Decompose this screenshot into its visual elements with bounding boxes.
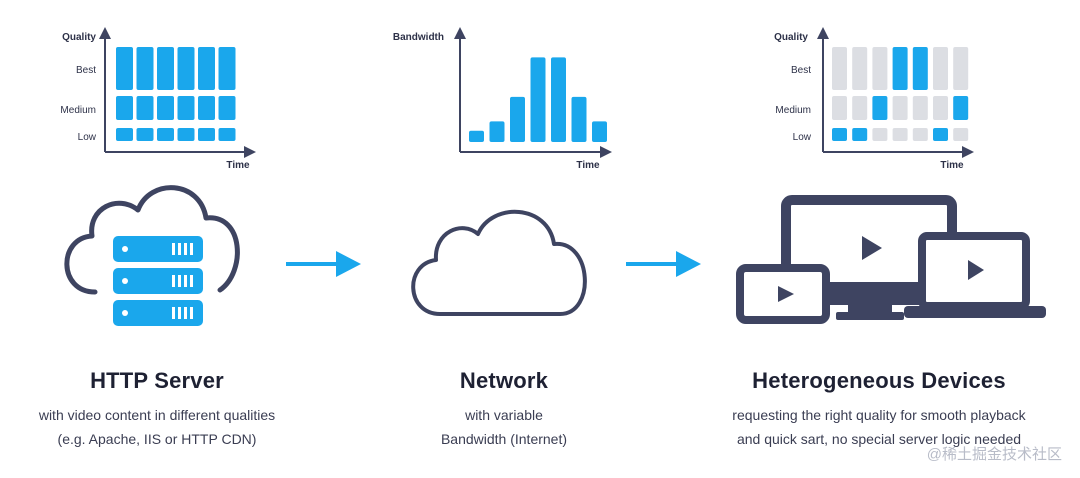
bandwidth-bar xyxy=(489,121,505,142)
server-rack-icon xyxy=(113,236,203,326)
selected-quality-bar xyxy=(933,128,948,141)
selected-quality-bar xyxy=(912,47,928,90)
bar-best xyxy=(136,47,154,90)
bar-best xyxy=(177,47,195,90)
flow-arrow-right xyxy=(626,251,701,277)
selected-quality-bar xyxy=(872,96,888,120)
unused-quality-bar xyxy=(852,47,868,90)
bar-low xyxy=(177,128,195,141)
level-label-medium: Medium xyxy=(60,105,96,116)
caption-line: requesting the right quality for smooth … xyxy=(732,407,1026,423)
y-axis-title: Quality xyxy=(62,32,96,43)
network-bandwidth-chart: Bandwidth Time xyxy=(393,27,612,171)
bar-best xyxy=(218,47,236,90)
x-axis-title: Time xyxy=(576,160,600,171)
network-bars xyxy=(469,57,607,142)
device-bars xyxy=(832,47,969,141)
x-axis-title: Time xyxy=(226,160,250,171)
y-axis-title: Quality xyxy=(774,32,808,43)
bar-medium xyxy=(198,96,215,120)
caption-line: with video content in different qualitie… xyxy=(38,407,276,423)
y-axis-title: Bandwidth xyxy=(393,32,444,43)
unused-quality-bar xyxy=(953,128,969,141)
bandwidth-bar xyxy=(592,121,607,142)
bandwidth-bar xyxy=(571,96,587,142)
bandwidth-bar xyxy=(551,57,566,142)
unused-quality-bar xyxy=(852,96,868,120)
unused-quality-bar xyxy=(933,96,948,120)
level-label-best: Best xyxy=(791,65,811,76)
laptop-icon xyxy=(904,232,1046,318)
unused-quality-bar xyxy=(953,47,969,90)
bar-best xyxy=(116,47,133,90)
caption-line: (e.g. Apache, IIS or HTTP CDN) xyxy=(57,431,257,447)
bar-low xyxy=(116,128,133,141)
bar-low xyxy=(198,128,215,141)
cloud-icon xyxy=(411,209,587,316)
devices-caption: Heterogeneous Devices requesting the rig… xyxy=(694,368,1064,451)
unused-quality-bar xyxy=(892,96,908,120)
caption-line: and quick sart, no special server logic … xyxy=(736,431,1022,447)
flow-arrow-right xyxy=(286,251,361,277)
bar-medium xyxy=(116,96,133,120)
unused-quality-bar xyxy=(832,96,847,120)
unused-quality-bar xyxy=(933,47,948,90)
bar-medium xyxy=(218,96,236,120)
server-bars xyxy=(116,47,236,141)
selected-quality-bar xyxy=(953,96,969,120)
level-label-medium: Medium xyxy=(775,105,811,116)
caption-title: Heterogeneous Devices xyxy=(752,368,1006,393)
bandwidth-bar xyxy=(469,130,484,142)
caption-title: Network xyxy=(459,368,549,393)
level-label-low: Low xyxy=(793,132,812,143)
bar-low xyxy=(218,128,236,141)
unused-quality-bar xyxy=(872,47,888,90)
x-axis-title: Time xyxy=(940,160,964,171)
selected-quality-bar xyxy=(892,47,908,90)
selected-quality-bar xyxy=(832,128,847,141)
caption-line: Bandwidth (Internet) xyxy=(440,431,568,447)
unused-quality-bar xyxy=(912,128,928,141)
bandwidth-bar xyxy=(510,96,525,142)
tablet-icon xyxy=(736,264,830,324)
bar-medium xyxy=(136,96,154,120)
server-caption: HTTP Server with video content in differ… xyxy=(0,368,314,451)
bar-best xyxy=(198,47,215,90)
bar-low xyxy=(136,128,154,141)
device-quality-chart: Quality Time Best Medium Low xyxy=(774,27,974,171)
unused-quality-bar xyxy=(912,96,928,120)
bar-medium xyxy=(177,96,195,120)
bar-low xyxy=(157,128,174,141)
unused-quality-bar xyxy=(832,47,847,90)
watermark: @稀土掘金技术社区 xyxy=(926,446,1062,463)
unused-quality-bar xyxy=(872,128,888,141)
bar-medium xyxy=(157,96,174,120)
level-label-low: Low xyxy=(78,132,97,143)
network-caption: Network with variable Bandwidth (Interne… xyxy=(314,368,694,451)
bandwidth-bar xyxy=(530,57,546,142)
cloud-server-icon xyxy=(64,185,240,326)
server-quality-chart: Quality Time Best Medium Low xyxy=(60,27,256,171)
level-label-best: Best xyxy=(76,65,96,76)
selected-quality-bar xyxy=(852,128,868,141)
unused-quality-bar xyxy=(892,128,908,141)
caption-line: with variable xyxy=(465,407,543,423)
caption-title: HTTP Server xyxy=(90,368,224,393)
bar-best xyxy=(157,47,174,90)
devices-icon xyxy=(736,195,1046,324)
